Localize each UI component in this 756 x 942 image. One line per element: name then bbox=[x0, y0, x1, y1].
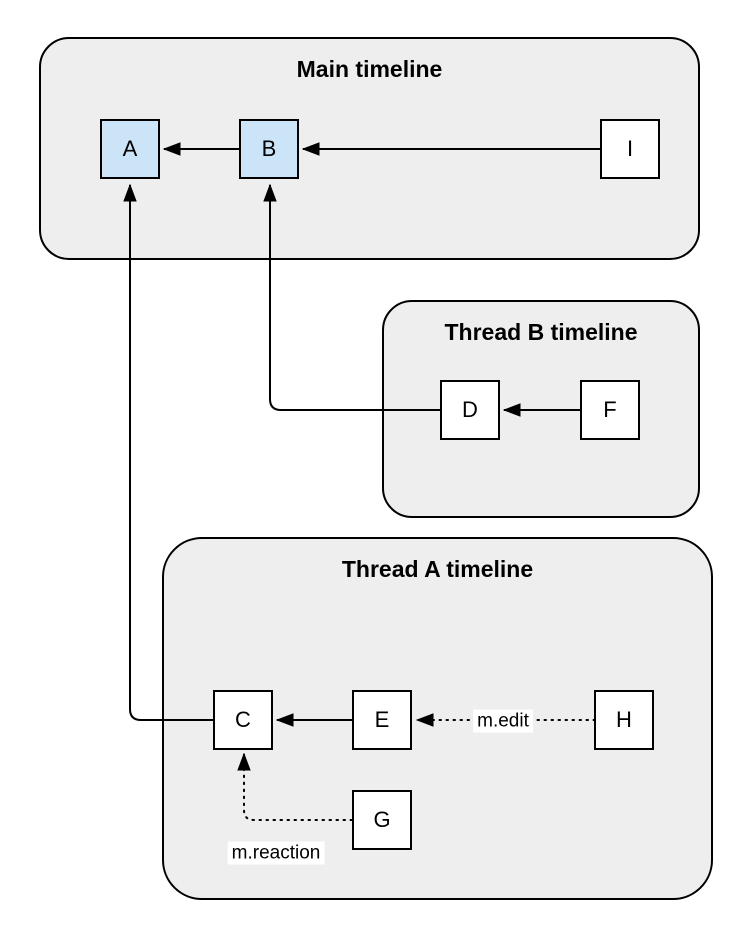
timeline-thread-b-box: Thread B timeline bbox=[382, 300, 700, 518]
timeline-thread-b-title: Thread B timeline bbox=[444, 319, 638, 345]
node-f: F bbox=[580, 380, 640, 440]
edge-label-m-reaction: m.reaction bbox=[227, 841, 325, 865]
node-a: A bbox=[100, 119, 160, 179]
node-i: I bbox=[600, 119, 660, 179]
node-b: B bbox=[239, 119, 299, 179]
node-g: G bbox=[352, 790, 412, 850]
node-c: C bbox=[213, 690, 273, 750]
edge-label-m-edit: m.edit bbox=[473, 709, 533, 733]
timeline-main-title: Main timeline bbox=[296, 56, 443, 82]
node-h: H bbox=[594, 690, 654, 750]
node-d: D bbox=[440, 380, 500, 440]
timeline-thread-a-title: Thread A timeline bbox=[341, 556, 534, 582]
node-e: E bbox=[352, 690, 412, 750]
